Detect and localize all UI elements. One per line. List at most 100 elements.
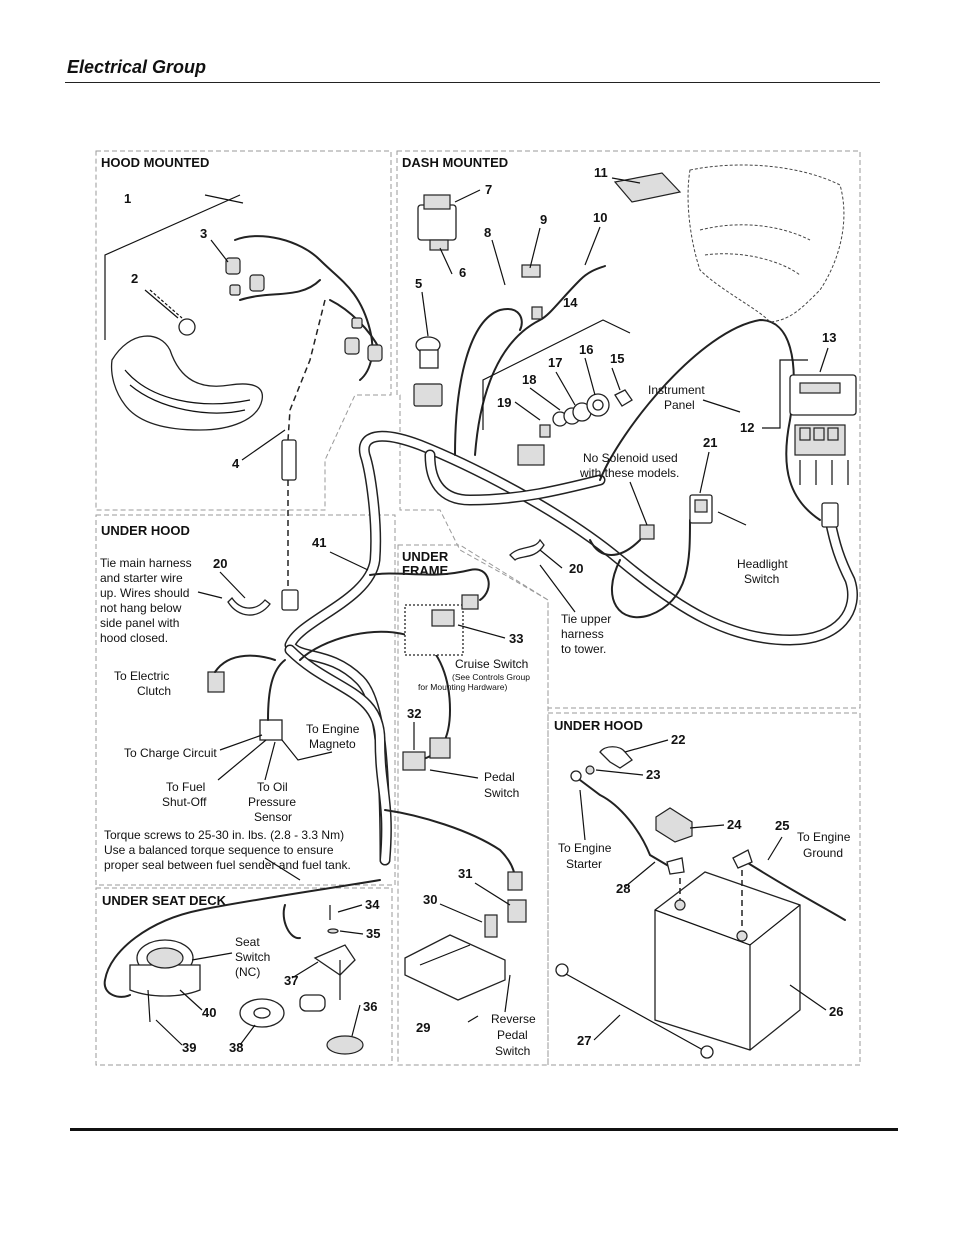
label-headlight-switch-1: Headlight — [737, 557, 788, 571]
callout-34: 34 — [365, 897, 380, 912]
callout-36: 36 — [363, 999, 377, 1014]
relay-connector — [531, 306, 543, 320]
label-tie-upper-3: to tower. — [561, 642, 606, 656]
label-tie-upper-2: harness — [561, 627, 604, 641]
engine-wire — [267, 659, 286, 721]
callout-16: 16 — [579, 342, 593, 357]
label-to-oil-3: Sensor — [254, 810, 292, 824]
label-reverse-pedal-3: Switch — [495, 1044, 530, 1058]
fuel-sender-wire — [282, 904, 301, 940]
solenoid-wire — [589, 539, 641, 556]
callout-20a: 20 — [213, 556, 227, 571]
label-to-engine-starter-2: Starter — [566, 857, 602, 871]
callout-21: 21 — [703, 435, 717, 450]
box-under-frame — [397, 544, 549, 1066]
socket-icon — [225, 257, 241, 275]
title-divider — [65, 82, 880, 83]
label-tie-upper-1: Tie upper — [561, 612, 611, 626]
cruise-switch — [431, 609, 455, 627]
label-cruise-sub-1: (See Controls Group — [452, 672, 530, 682]
ignition-switch — [417, 194, 457, 251]
label-no-solenoid-1: No Solenoid used — [583, 451, 678, 465]
label-to-engine-magneto-2: Magneto — [309, 737, 356, 751]
ground-cable — [739, 857, 846, 921]
callout-13: 13 — [822, 330, 836, 345]
section-title-under-seat-deck: UNDER SEAT DECK — [102, 893, 227, 908]
callout-10: 10 — [593, 210, 607, 225]
tie-clip-lower — [227, 596, 271, 616]
label-instrument-panel-1: Instrument — [648, 383, 705, 397]
gasket-hole — [253, 1007, 271, 1019]
leader-29 — [467, 1015, 479, 1023]
key-icon — [614, 389, 633, 407]
pedal-switch — [402, 751, 426, 771]
seat-wire — [103, 879, 381, 998]
note-tie-main-line: up. Wires should — [100, 586, 189, 600]
leader-oil — [264, 741, 276, 781]
note-tie-main-line: and starter wire — [100, 571, 183, 585]
dash-wire-2 — [474, 265, 606, 456]
callout-24: 24 — [727, 817, 742, 832]
callout-26: 26 — [829, 1004, 843, 1019]
callout-17: 17 — [548, 355, 562, 370]
section-title-dash-mounted: DASH MOUNTED — [402, 155, 508, 170]
page-title: Electrical Group — [67, 57, 207, 77]
clutch-wire — [214, 654, 276, 673]
headlight-switch — [689, 494, 713, 524]
callout-8: 8 — [484, 225, 491, 240]
callout-31: 31 — [458, 866, 472, 881]
callout-4: 4 — [232, 456, 240, 471]
headlight-wire — [610, 519, 691, 619]
leader-charge — [219, 734, 263, 751]
callout-39: 39 — [182, 1040, 196, 1055]
section-title-under-frame-1: UNDER — [402, 549, 449, 564]
label-to-electric-clutch-1: To Electric — [114, 669, 169, 683]
callout-5: 5 — [415, 276, 422, 291]
engine-connector — [259, 719, 283, 741]
leader-torque — [264, 857, 301, 881]
callout-32: 32 — [407, 706, 421, 721]
hood-icon — [687, 164, 845, 323]
sender-float — [299, 994, 326, 1012]
label-pedal-switch-2: Switch — [484, 786, 519, 800]
label-to-engine-magneto-1: To Engine — [306, 722, 360, 736]
pedal-connector — [429, 737, 451, 759]
label-reverse-pedal-1: Reverse — [491, 1012, 536, 1026]
label-reverse-pedal-2: Pedal — [497, 1028, 528, 1042]
label-to-oil-1: To Oil — [257, 780, 288, 794]
sender-plate — [313, 944, 356, 976]
label-to-oil-2: Pressure — [248, 795, 296, 809]
headlight-harness — [225, 235, 383, 381]
dash-connector — [517, 444, 545, 466]
reverse-wire — [384, 809, 516, 881]
instrument-panel-arrow — [702, 399, 741, 413]
callout-38: 38 — [229, 1040, 243, 1055]
note-tie-main-line: not hang below — [100, 601, 182, 615]
note-tie-main-line: side panel with — [100, 616, 179, 630]
hold-down-rod — [555, 963, 714, 1059]
connector-plug — [281, 589, 299, 611]
callout-1: 1 — [124, 191, 131, 206]
fuse-block-icon — [789, 374, 857, 416]
callout-12: 12 — [740, 420, 754, 435]
note-torque-3: proper seal between fuel sender and fuel… — [104, 858, 351, 872]
callout-15: 15 — [610, 351, 624, 366]
note-torque-1: Torque screws to 25-30 in. lbs. (2.8 - 3… — [104, 828, 344, 842]
hood-outline — [687, 164, 845, 323]
leader-tie-main — [197, 591, 223, 599]
label-to-fuel-2: Shut-Off — [162, 795, 207, 809]
label-seat-switch-1: Seat — [235, 935, 260, 949]
fuse-block — [789, 374, 857, 528]
nut-23 — [585, 765, 595, 775]
callout-7: 7 — [485, 182, 492, 197]
battery-icon — [654, 871, 801, 1051]
leader-no-solenoid — [629, 481, 648, 526]
section-title-under-hood-left: UNDER HOOD — [101, 523, 190, 538]
label-no-solenoid-2: with these models. — [579, 466, 679, 480]
callout-6: 6 — [459, 265, 466, 280]
cap-36 — [326, 1035, 364, 1055]
callout-22: 22 — [671, 732, 685, 747]
callout-leaders — [144, 177, 829, 1046]
section-title-under-frame-2: FRAME — [402, 563, 449, 578]
